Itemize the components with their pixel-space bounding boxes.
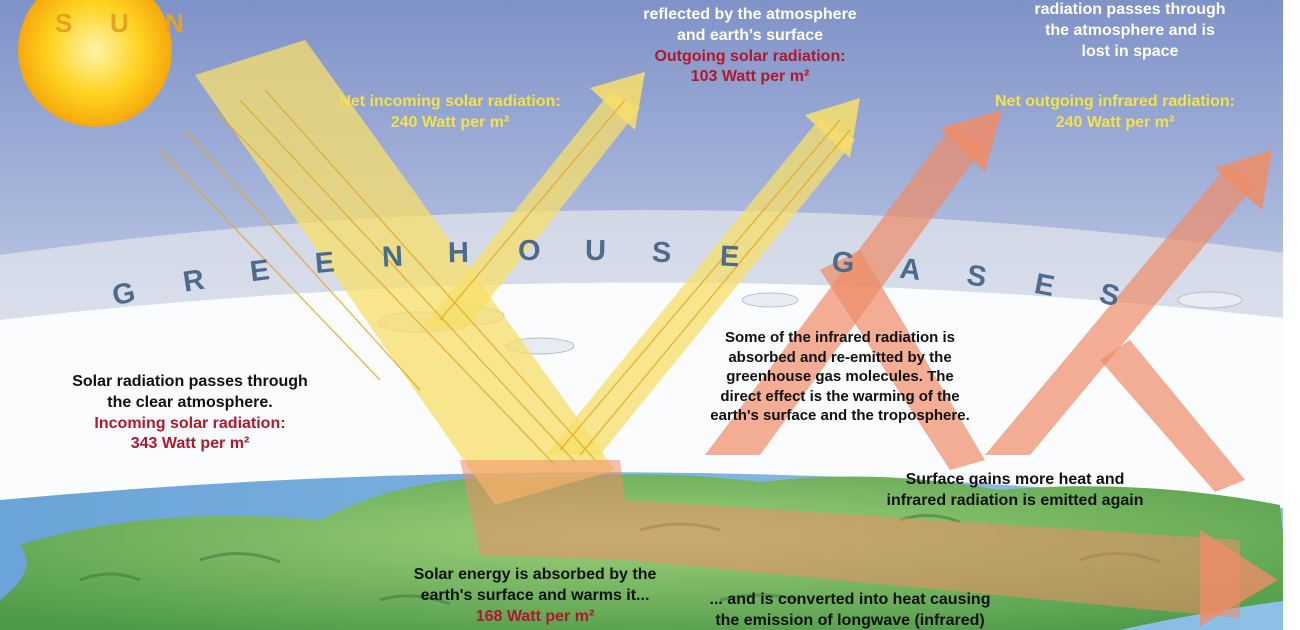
reflected-atmosphere-beam — [420, 92, 640, 330]
arc-letter: N — [381, 241, 404, 274]
surface-gains-line-2: infrared radiation is emitted again — [886, 491, 1144, 509]
lost-line-3: lost in space — [1081, 42, 1179, 60]
converted-line-1: ... and is converted into heat causing — [709, 591, 991, 608]
incoming-solar-value: 343 Watt per m² — [130, 435, 250, 453]
reflected-line-2: and earth's surface — [676, 26, 824, 44]
frame-edge — [1283, 0, 1300, 630]
outgoing-solar-heading: Outgoing solar radiation: — [654, 47, 846, 65]
outgoing-solar-value: 103 Watt per m² — [690, 68, 810, 86]
incoming-solar-label: Solar radiation passes through the clear… — [40, 372, 340, 455]
arc-letter: O — [518, 235, 541, 267]
reflected-line-1: reflected by the atmosphere — [643, 6, 857, 23]
greenhouse-gases-arc-label: G R E E N H O U S E G A S E S — [109, 235, 1122, 313]
arc-letter: E — [248, 254, 271, 288]
infrared-escaping-arrowhead-right — [1215, 150, 1272, 210]
reflected-surface-beam — [545, 118, 855, 455]
incoming-solar-beam — [195, 40, 615, 505]
sun-word: S U N — [55, 8, 186, 38]
absorbed-line-1: Some of the infrared radiation is — [724, 329, 956, 346]
arc-letter: A — [898, 253, 923, 287]
arc-letter: S — [651, 237, 671, 270]
sun — [18, 0, 172, 127]
arc-letter: H — [448, 237, 470, 269]
net-incoming-heading: Net incoming solar radiation: — [339, 93, 561, 110]
net-outgoing-label: Net outgoing infrared radiation: 240 Wat… — [955, 92, 1275, 134]
lost-in-space-label: radiation passes through the atmosphere … — [980, 0, 1280, 62]
infrared-reemitted-beam — [820, 250, 985, 470]
infrared-escaping-beam-right — [985, 168, 1255, 455]
incoming-line-2: the clear atmosphere. — [107, 393, 273, 411]
surface-gains-label: Surface gains more heat and infrared rad… — [855, 470, 1175, 512]
infrared-downward-beam — [1100, 340, 1245, 492]
arc-letter: E — [719, 240, 740, 273]
net-outgoing-value: 240 Watt per m² — [1055, 113, 1175, 131]
incoming-line-1: Solar radiation passes through — [72, 373, 308, 390]
net-incoming-value: 240 Watt per m² — [390, 113, 510, 131]
arc-letter: E — [314, 246, 336, 280]
absorbed-reemitted-label: Some of the infrared radiation is absorb… — [680, 328, 1000, 426]
arc-letter: U — [585, 235, 607, 267]
solar-absorbed-value: 168 Watt per m² — [475, 607, 595, 625]
lost-line-1: radiation passes through — [1034, 1, 1226, 18]
sun-letter: S — [55, 8, 74, 38]
surface-heat-arrowhead — [1200, 530, 1278, 626]
net-incoming-label: Net incoming solar radiation: 240 Watt p… — [290, 92, 610, 134]
converted-heat-label: ... and is converted into heat causing t… — [680, 590, 1020, 630]
net-outgoing-heading: Net outgoing infrared radiation: — [995, 93, 1235, 110]
solar-ray-lines — [159, 89, 851, 466]
absorbed-line-2: absorbed and re-emitted by the — [728, 348, 952, 366]
reflected-atmosphere-arrowhead — [590, 72, 645, 130]
converted-line-2: the emission of longwave (infrared) — [715, 611, 985, 629]
incoming-solar-heading: Incoming solar radiation: — [94, 414, 286, 432]
solar-absorbed-line-1: Solar energy is absorbed by the — [413, 566, 657, 583]
sun-letter: U — [110, 8, 131, 38]
sun-letter: N — [165, 8, 186, 38]
infrared-escaping-arrowhead-left — [940, 110, 1002, 172]
absorbed-line-3: greenhouse gas molecules. The — [726, 368, 954, 385]
surface-gains-line-1: Surface gains more heat and — [905, 471, 1125, 488]
arc-letter: R — [181, 264, 207, 299]
lost-line-2: the atmosphere and is — [1045, 21, 1215, 39]
absorbed-line-5: earth's surface and the troposphere. — [710, 407, 970, 424]
arc-letter: G — [831, 246, 856, 280]
absorbed-line-4: direct effect is the warming of the — [720, 387, 960, 405]
reflected-radiation-label: reflected by the atmosphere and earth's … — [590, 5, 910, 88]
absorbed-heat-beam — [460, 460, 1240, 618]
solar-absorbed-line-2: earth's surface and warms it... — [420, 586, 650, 604]
solar-absorbed-label: Solar energy is absorbed by the earth's … — [375, 565, 695, 627]
